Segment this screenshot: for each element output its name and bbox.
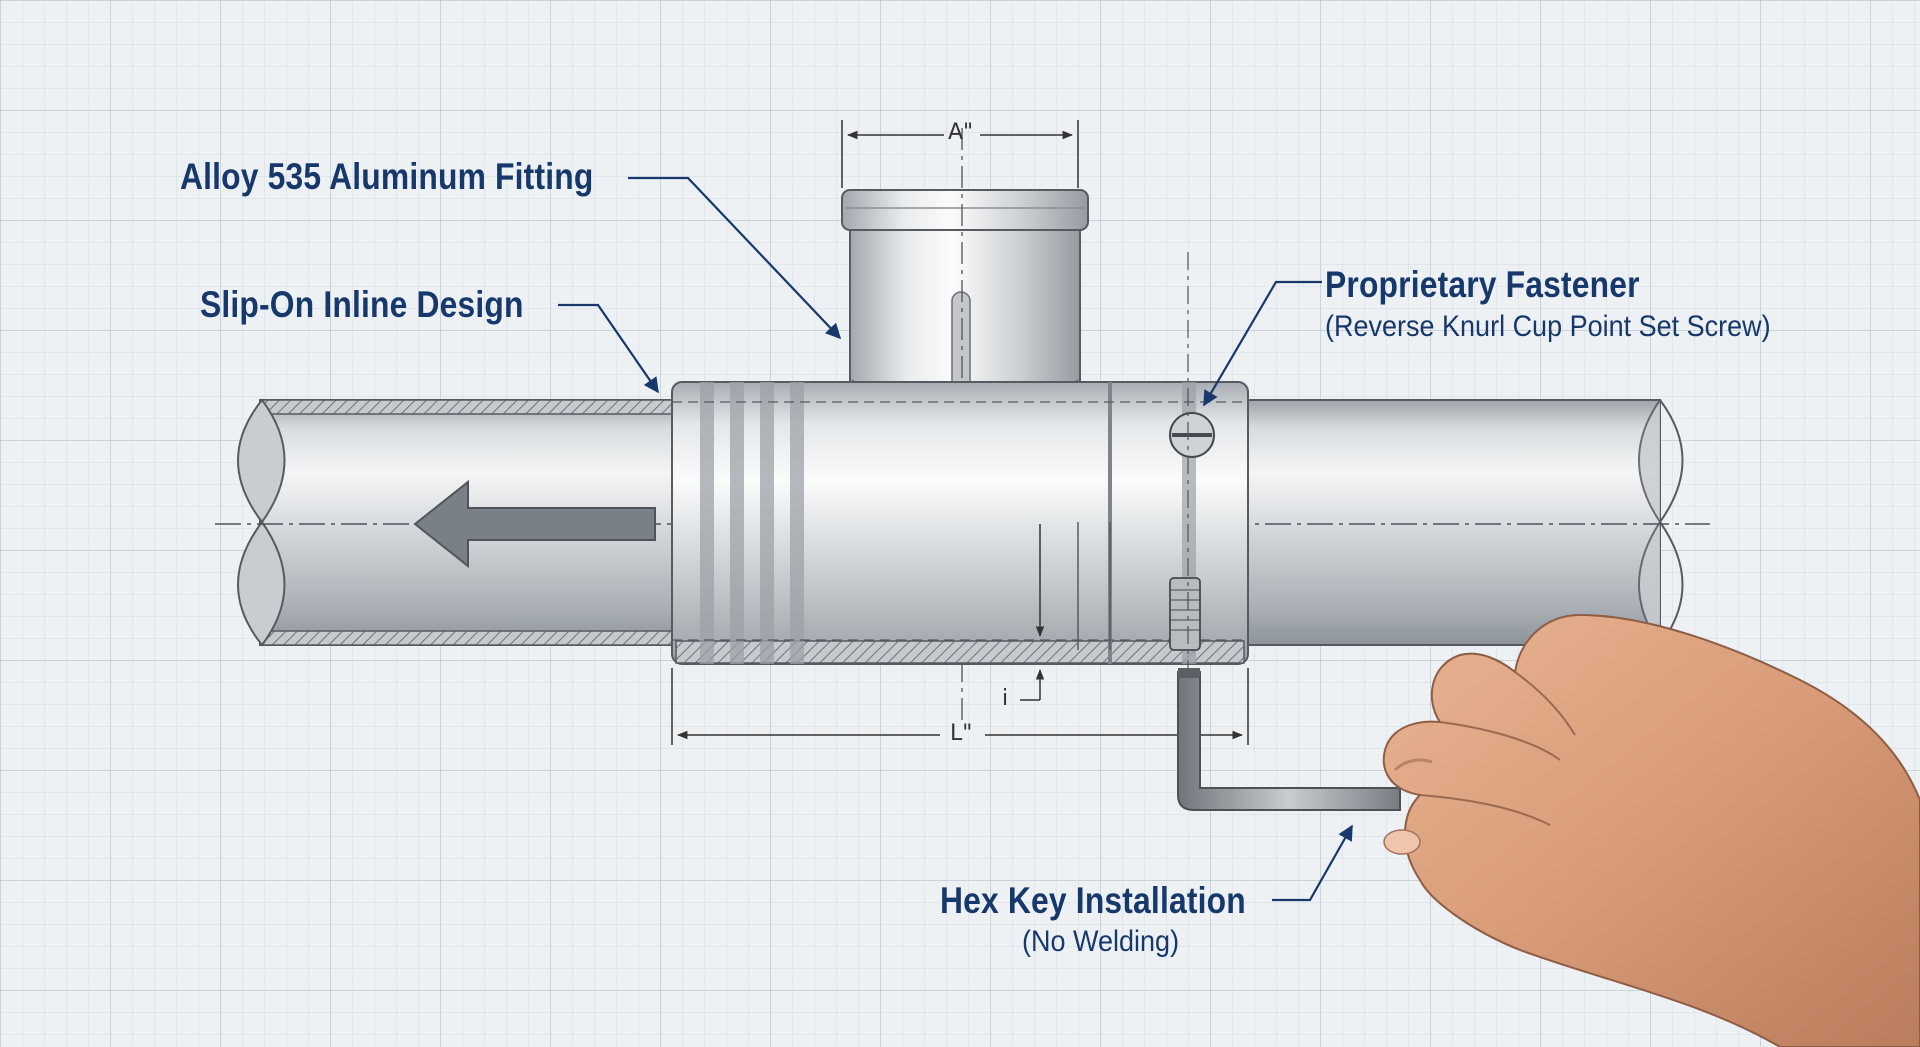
hand [1382,613,1920,1047]
dimension-a-label: A" [948,120,974,145]
leader-fitting [628,176,842,340]
label-hexkey-title: Hex Key Installation [940,880,1246,921]
flow-arrow-icon [413,479,656,569]
dimension-i-label: i [1002,686,1009,711]
leader-hexkey [1272,824,1353,902]
hex-key [1177,668,1401,811]
fitting-body [671,381,1249,665]
label-fastener-title: Proprietary Fastener [1325,264,1640,305]
label-hexkey-sub: (No Welding) [1022,925,1180,958]
leader-slip-on [558,303,659,394]
dimension-a [841,120,1079,188]
right-pipe [1239,399,1684,646]
label-fastener-sub: (Reverse Knurl Cup Point Set Screw) [1325,310,1771,343]
leader-fastener [1203,280,1322,407]
dimension-i [1020,524,1045,701]
set-screw [1169,252,1215,720]
label-slip-on: Slip-On Inline Design [200,284,524,325]
label-fitting: Alloy 535 Aluminum Fitting [180,156,594,197]
dimension-l-label: L" [950,721,973,746]
